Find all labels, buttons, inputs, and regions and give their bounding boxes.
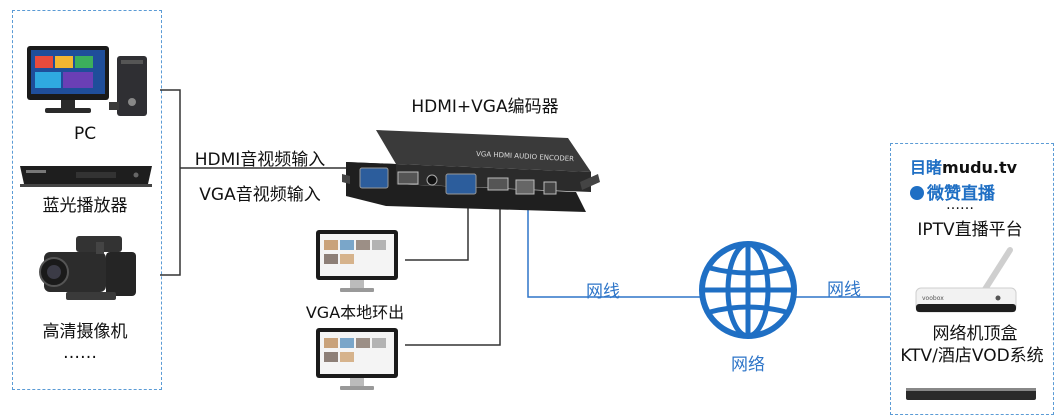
mudu-logo-cn: 目睹 [910,158,943,177]
vga-monitor-1-icon [316,230,398,292]
vga-monitor-2-icon [316,328,398,390]
pc-label: PC [73,124,97,144]
vga-input-label: VGA音视频输入 [199,185,321,205]
bluray-label: 蓝光播放器 [42,196,128,216]
cable-right-label: 网线 [827,280,861,300]
weizan-logo: 微赞直播 [910,179,995,204]
encoder-device: VGA HDMI AUDIO ENCODER [342,130,600,212]
sources-group-box [12,10,162,390]
camcorder-label: 高清摄像机 [42,322,128,342]
network-label: 网络 [731,355,765,375]
encoder-title: HDMI+VGA编码器 [411,97,559,117]
weizan-play-icon [910,186,924,200]
globe-icon [699,241,797,339]
rack-device [906,388,1036,400]
connector-lines [160,89,890,346]
rack-device-top [906,388,1036,391]
mudu-logo-en: mudu.tv [942,158,1018,177]
vga-out-label: VGA本地环出 [305,303,405,322]
stb-label-1: 网络机顶盒 [932,324,1018,344]
hdmi-input-label: HDMI音视频输入 [194,150,326,170]
iptv-label: IPTV直播平台 [917,220,1023,240]
sources-more: …… [63,343,97,363]
stb-brand-text: voobox [922,295,944,302]
platforms-more: …… [946,197,974,213]
bluray-player-icon [20,166,152,187]
set-top-box-icon: voobox [915,247,1017,313]
cable-left-label: 网线 [586,282,620,302]
camcorder-icon [39,236,136,300]
pc-icon [27,46,147,116]
stb-label-2: KTV/酒店VOD系统 [900,346,1044,366]
weizan-text: 微赞直播 [927,184,995,204]
mudu-logo: 目睹mudu.tv [910,154,1017,178]
